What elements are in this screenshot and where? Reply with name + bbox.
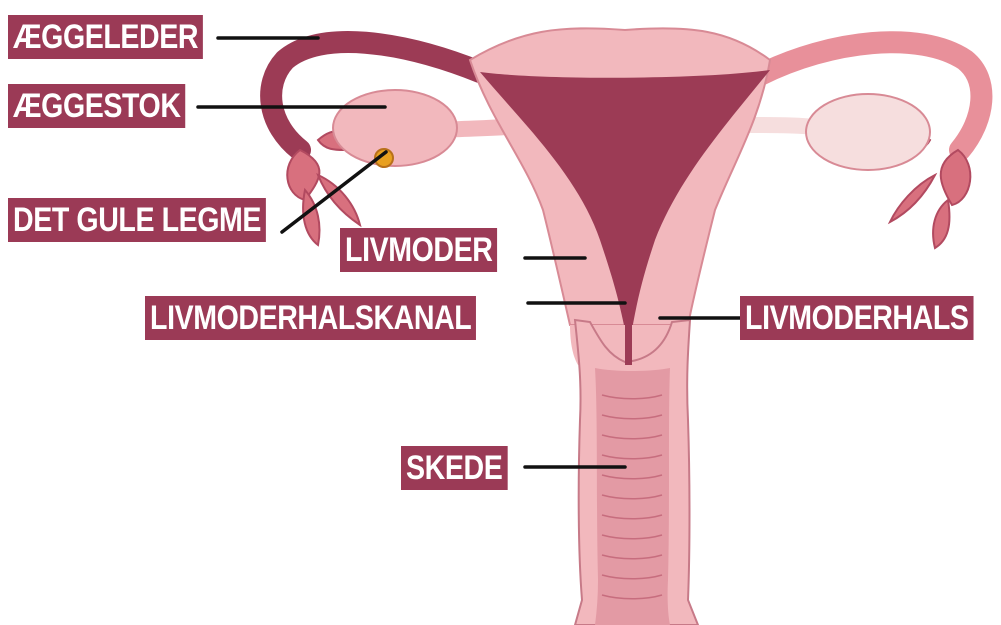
left-ovary — [333, 90, 457, 166]
label-aeggeleder: ÆGGELEDER — [8, 15, 203, 59]
label-skede: SKEDE — [401, 446, 507, 490]
cervical-canal — [625, 300, 632, 365]
label-det-gule-legme: DET GULE LEGME — [8, 198, 266, 242]
label-livmoderhals: LIVMODERHALS — [740, 296, 974, 340]
right-ovary — [806, 94, 930, 170]
label-aeggestok: ÆGGESTOK — [8, 84, 186, 128]
uterine-cavity — [480, 70, 770, 330]
label-livmoder: LIVMODER — [340, 228, 497, 272]
label-livmoderhalskanal: LIVMODERHALSKANAL — [145, 296, 476, 340]
